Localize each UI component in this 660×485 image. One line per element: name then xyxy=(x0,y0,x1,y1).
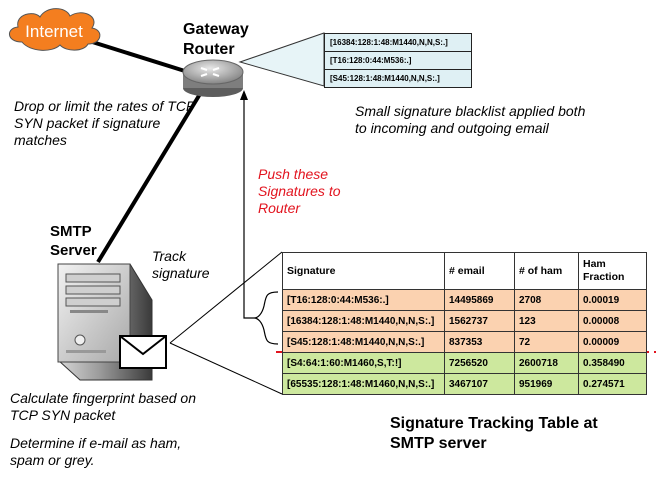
internet-label: Internet xyxy=(25,22,83,41)
table-row: [16384:128:1:48:M1440,N,N,S:.] 1562737 1… xyxy=(282,310,647,332)
calculate-fingerprint-note: Calculate fingerprint based on TCP SYN p… xyxy=(10,390,197,423)
signature-tracking-table: Signature # email # of ham Ham Fraction … xyxy=(282,252,647,395)
ham-fraction-cell: 0.00008 xyxy=(578,310,647,332)
column-header: Signature xyxy=(282,252,445,290)
ham-count-cell: 2600718 xyxy=(514,352,579,374)
email-count-cell: 1562737 xyxy=(444,310,515,332)
signature-cell: [T16:128:0:44:M536:.] xyxy=(282,289,445,311)
ham-fraction-cell: 0.358490 xyxy=(578,352,647,374)
ham-count-cell: 951969 xyxy=(514,373,579,395)
ham-fraction-cell: 0.00019 xyxy=(578,289,647,311)
router-signature-item: [T16:128:0:44:M536:.] xyxy=(325,52,471,70)
table-row: [S4:64:1:60:M1460,S,T:!] 7256520 2600718… xyxy=(282,352,647,374)
table-caption: Signature Tracking Table at SMTP server xyxy=(390,415,598,452)
signature-cell: [16384:128:1:48:M1440,N,N,S:.] xyxy=(282,310,445,332)
push-arrow xyxy=(240,90,254,319)
table-row: [T16:128:0:44:M536:.] 14495869 2708 0.00… xyxy=(282,289,647,311)
drop-rate-note: Drop or limit the rates of TCP SYN packe… xyxy=(14,98,195,148)
email-count-cell: 837353 xyxy=(444,331,515,353)
router-server-link xyxy=(96,92,202,264)
table-row: [65535:128:1:48:M1460,N,N,S:.] 3467107 9… xyxy=(282,373,647,395)
ham-fraction-cell: 0.274571 xyxy=(578,373,647,395)
column-header: Ham Fraction xyxy=(578,252,647,290)
internet-router-link xyxy=(85,38,189,74)
signature-cell: [S45:128:1:48:M1440,N,N,S:.] xyxy=(282,331,445,353)
table-header-row: Signature # email # of ham Ham Fraction xyxy=(282,252,647,290)
ham-count-cell: 2708 xyxy=(514,289,579,311)
email-count-cell: 7256520 xyxy=(444,352,515,374)
push-signatures-note: Push these Signatures to Router xyxy=(258,166,341,216)
email-envelope-icon xyxy=(119,335,167,369)
router-title: Gateway Router xyxy=(183,21,249,58)
router-icon xyxy=(182,59,244,97)
router-signature-item: [16384:128:1:48:M1440,N,N,S:.] xyxy=(325,34,471,52)
internet-cloud-icon xyxy=(9,8,101,51)
column-header: # email xyxy=(444,252,515,290)
ham-count-cell: 123 xyxy=(514,310,579,332)
ham-fraction-cell: 0.00009 xyxy=(578,331,647,353)
smtp-server-title: SMTP Server xyxy=(50,223,97,259)
blacklist-note: Small signature blacklist applied both t… xyxy=(355,103,586,136)
router-signature-item: [S45:128:1:48:M1440,N,N,S:.] xyxy=(330,74,440,83)
signature-cell: [65535:128:1:48:M1460,N,N,S:.] xyxy=(282,373,445,395)
table-callout-lower xyxy=(169,342,283,395)
router-signature-list: [16384:128:1:48:M1440,N,N,S:.] [T16:128:… xyxy=(324,33,472,88)
email-count-cell: 3467107 xyxy=(444,373,515,395)
track-signature-note: Track signature xyxy=(152,248,210,281)
table-row: [S45:128:1:48:M1440,N,N,S:.] 837353 72 0… xyxy=(282,331,647,353)
signature-cell: [S4:64:1:60:M1460,S,T:!] xyxy=(282,352,445,374)
determine-email-note: Determine if e-mail as ham, spam or grey… xyxy=(10,435,182,468)
column-header: # of ham xyxy=(514,252,579,290)
server-icon xyxy=(57,263,153,381)
ham-count-cell: 72 xyxy=(514,331,579,353)
email-count-cell: 14495869 xyxy=(444,289,515,311)
ham-rows-bracket xyxy=(253,291,279,345)
table-callout-upper xyxy=(169,251,283,344)
